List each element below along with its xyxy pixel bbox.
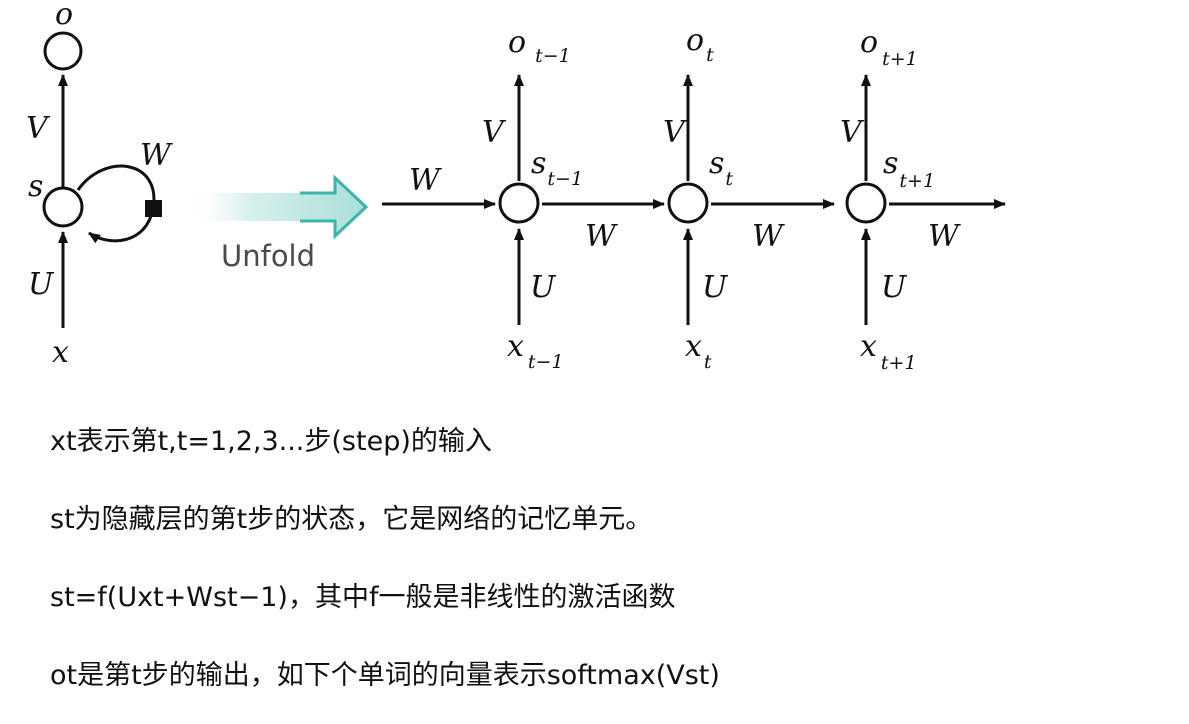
folded-state-node xyxy=(42,186,84,228)
folded-input-label: x xyxy=(52,335,69,370)
state-node xyxy=(498,182,540,224)
note-state-formula: st=f(Uxt+Wst−1)，其中f一般是非线性的激活函数 xyxy=(50,582,676,613)
v-label: V xyxy=(482,115,507,150)
folded-recurrent-loop xyxy=(76,164,156,244)
state-label: st−1 xyxy=(531,146,583,190)
state-node xyxy=(845,182,887,224)
incoming-w-label: W xyxy=(409,163,442,198)
unfold-label: Unfold xyxy=(221,239,315,273)
folded-output-label: o xyxy=(55,0,73,32)
note-input-definition: xt表示第t,t=1,2,3...步(step)的输入 xyxy=(50,426,492,457)
note-state-definition: st为隐藏层的第t步的状态，它是网络的记忆单元。 xyxy=(50,504,653,535)
unfold-arrow: Unfold xyxy=(185,174,369,273)
v-label: V xyxy=(840,115,865,150)
u-label: U xyxy=(881,270,908,305)
folded-v-label: V xyxy=(26,111,51,146)
folded-w-label: W xyxy=(140,138,173,173)
u-label: U xyxy=(702,270,729,305)
w-label: W xyxy=(752,219,785,254)
w-label: W xyxy=(928,219,961,254)
unfold-arrow-icon xyxy=(185,178,366,236)
state-node xyxy=(667,182,709,224)
note-output-definition: ot是第t步的输出，如下个单词的向量表示softmax(Vst) xyxy=(50,660,720,691)
folded-output-node xyxy=(43,31,83,71)
folded-rnn: o V s W U x xyxy=(26,0,173,370)
folded-state-label: s xyxy=(28,169,43,204)
folded-u-label: U xyxy=(28,267,55,302)
state-label: st xyxy=(709,146,733,190)
state-label: st+1 xyxy=(883,146,935,192)
w-label: W xyxy=(585,219,618,254)
folded-delay-square xyxy=(145,200,162,217)
notes-list: xt表示第t,t=1,2,3...步(step)的输入 st为隐藏层的第t步的状… xyxy=(50,412,1170,724)
u-label: U xyxy=(530,270,557,305)
v-label: V xyxy=(663,115,688,150)
